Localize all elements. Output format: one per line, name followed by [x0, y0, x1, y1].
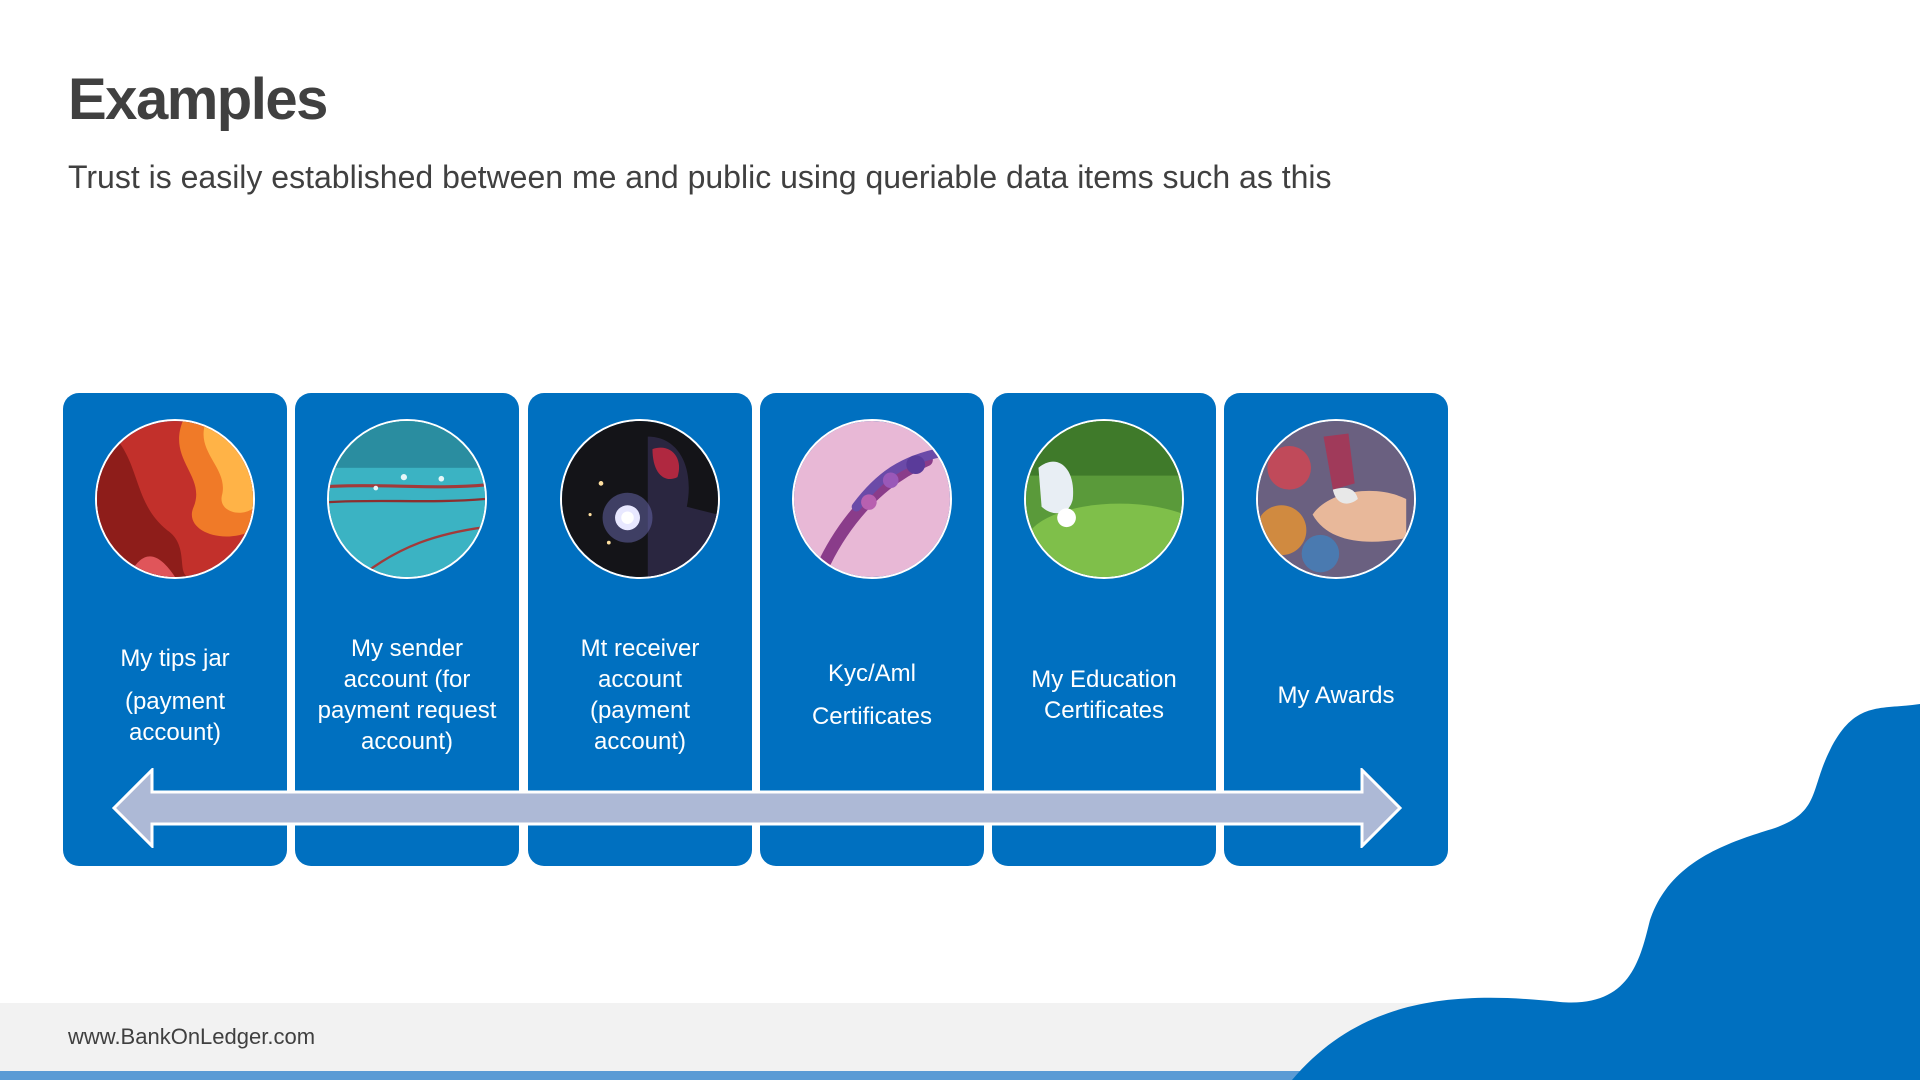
card-label-line: account) [128, 718, 222, 746]
double-arrow-icon [112, 768, 1402, 848]
card-label: My Awards [1230, 605, 1442, 785]
card-label-line: Mt receiver [580, 635, 700, 662]
footer-website[interactable]: www.BankOnLedger.com [68, 1024, 316, 1049]
welder-sparks-photo [560, 419, 720, 579]
card-receiver-account: Mt receiver account (payment account) [528, 393, 752, 866]
footer-line [0, 1071, 1920, 1080]
card-label: My tips jar (payment account) [69, 605, 281, 785]
card-awards: My Awards [1224, 393, 1448, 866]
paint-tube-hand-photo [1256, 419, 1416, 579]
slide-subtitle: Trust is easily established between me a… [68, 159, 1332, 195]
card-label-line: My Awards [1277, 681, 1395, 709]
card-label: Mt receiver account (payment account) [534, 605, 746, 785]
card-kyc-aml: Kyc/Aml Certificates [760, 393, 984, 866]
card-sender-account: My sender account (for payment request a… [295, 393, 519, 866]
card-label-line: account [597, 666, 683, 693]
card-tips-jar: My tips jar (payment account) [63, 393, 287, 866]
slide-title: Examples [68, 67, 328, 132]
card-label-line: My Education [1031, 666, 1177, 693]
sandstone-canyon-photo [95, 419, 255, 579]
card-label: My Education Certificates [998, 605, 1210, 785]
card-label-line: Kyc/Aml [827, 660, 916, 687]
card-education-certificates: My Education Certificates [992, 393, 1216, 866]
purple-flower-photo [792, 419, 952, 579]
card-label-line: account) [593, 728, 687, 755]
card-label-line: (payment [124, 687, 226, 715]
card-label-line: account (for [343, 666, 471, 693]
card-label-line: Certificates [811, 703, 933, 730]
card-label-line: My tips jar [120, 644, 230, 672]
card-label: Kyc/Aml Certificates [766, 605, 978, 785]
card-label-line: (payment [589, 697, 691, 724]
golf-ball-photo [1024, 419, 1184, 579]
card-label-line: account) [360, 728, 454, 755]
card-label-line: My sender [350, 635, 464, 662]
card-label-line: payment request [317, 697, 497, 724]
card-label: My sender account (for payment request a… [301, 605, 513, 785]
card-label-line: Certificates [1043, 697, 1165, 724]
water-droplets-photo [327, 419, 487, 579]
